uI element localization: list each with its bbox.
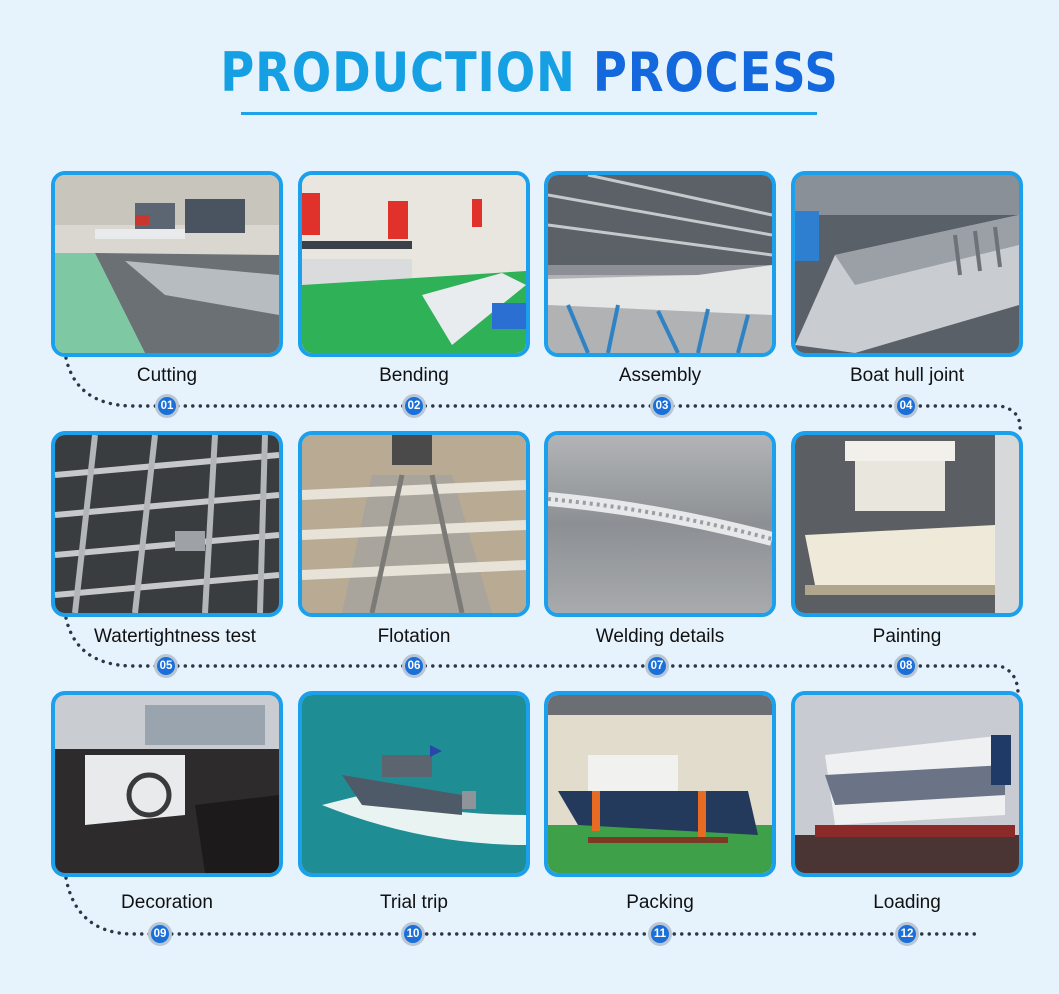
cabin-interior-photo: [55, 695, 279, 873]
step-label: Trial trip: [380, 892, 448, 913]
step-number-badge: 01: [155, 394, 179, 418]
step-card-watertightness-test: [51, 431, 283, 617]
packed-boat-photo: [548, 695, 772, 873]
step-card-bending: [298, 171, 530, 357]
assembly-frame-photo: [548, 175, 772, 353]
step-card-welding-details: [544, 431, 776, 617]
painted-boat-photo: [795, 435, 1019, 613]
watertight-test-photo: [55, 435, 279, 613]
step-label: Decoration: [121, 892, 213, 913]
step-card-flotation: [298, 431, 530, 617]
step-label: Loading: [873, 892, 941, 913]
step-number-badge: 04: [894, 394, 918, 418]
step-number-badge: 02: [402, 394, 426, 418]
truck-loading-photo: [795, 695, 1019, 873]
step-number-badge: 08: [894, 654, 918, 678]
step-label: Welding details: [595, 626, 725, 647]
step-label: Assembly: [618, 365, 702, 386]
title-underline: [241, 112, 817, 115]
step-label: Cutting: [136, 365, 198, 386]
step-number-badge: 07: [645, 654, 669, 678]
step-card-assembly: [544, 171, 776, 357]
step-label: Boat hull joint: [849, 365, 965, 386]
step-card-packing: [544, 691, 776, 877]
step-number-badge: 11: [648, 922, 672, 946]
step-card-boat-hull-joint: [791, 171, 1023, 357]
step-label: Packing: [626, 892, 694, 913]
boat-on-sea-photo: [302, 695, 526, 873]
step-card-cutting: [51, 171, 283, 357]
bending-press-photo: [302, 175, 526, 353]
flotation-chambers-photo: [302, 435, 526, 613]
weld-seam-photo: [548, 435, 772, 613]
step-number-badge: 09: [148, 922, 172, 946]
step-card-decoration: [51, 691, 283, 877]
step-label: Flotation: [377, 626, 451, 647]
step-card-trial-trip: [298, 691, 530, 877]
step-card-loading: [791, 691, 1023, 877]
step-number-badge: 06: [402, 654, 426, 678]
step-number-badge: 10: [401, 922, 425, 946]
step-number-badge: 05: [154, 654, 178, 678]
cutting-machine-photo: [55, 175, 279, 353]
step-label: Watertightness test: [94, 626, 256, 647]
hull-joint-photo: [795, 175, 1019, 353]
page-title: PRODUCTION PROCESS: [74, 38, 985, 108]
step-number-badge: 03: [650, 394, 674, 418]
step-number-badge: 12: [895, 922, 919, 946]
step-label: Painting: [872, 626, 942, 647]
title-part-1: PRODUCTION: [220, 41, 576, 104]
title-part-2: PROCESS: [592, 41, 839, 104]
step-label: Bending: [379, 365, 449, 386]
step-card-painting: [791, 431, 1023, 617]
